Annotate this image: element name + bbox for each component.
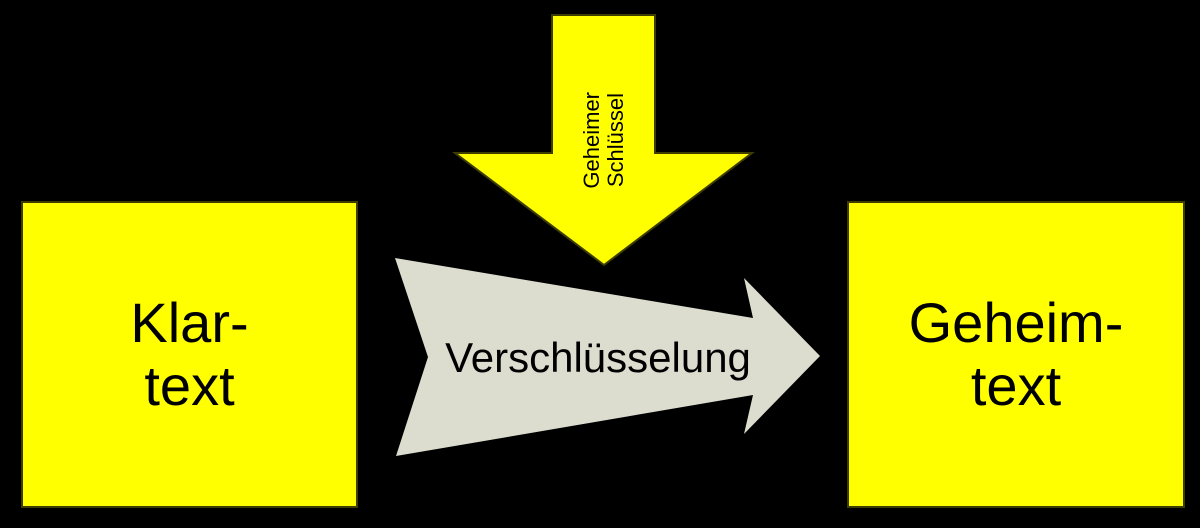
ciphertext-label-line1: Geheim-: [908, 290, 1124, 354]
plaintext-box[interactable]: Klar- text: [21, 201, 358, 508]
encryption-arrow-shape: [395, 258, 820, 456]
secret-key-arrow-shape: [452, 14, 755, 267]
plaintext-label-line1: Klar-: [130, 290, 249, 354]
plaintext-label-line2: text: [144, 353, 235, 417]
ciphertext-label-line2: text: [970, 353, 1062, 417]
ciphertext-box[interactable]: Geheim- text: [847, 201, 1185, 508]
